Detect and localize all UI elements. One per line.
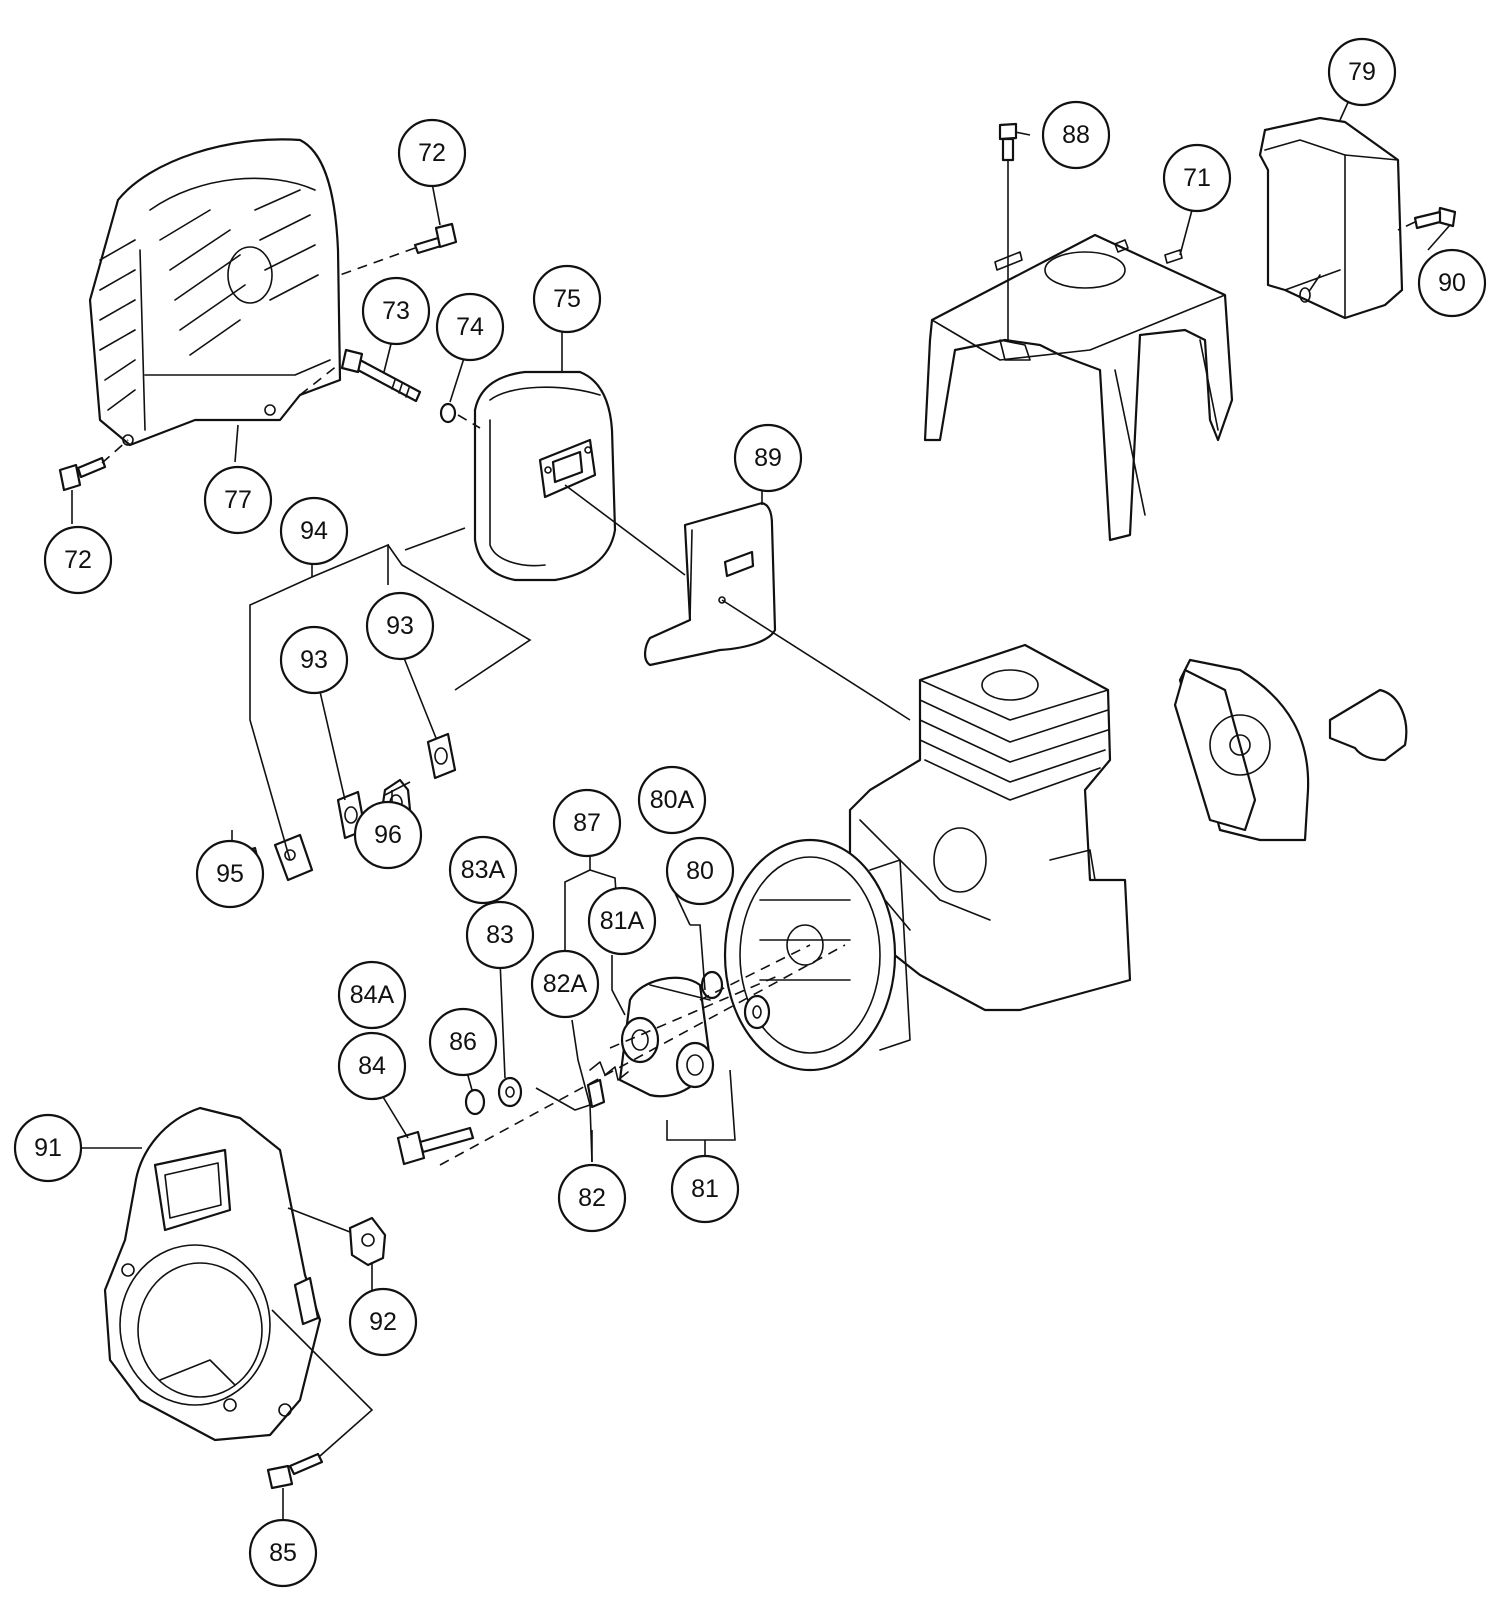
callout-84a: 84A bbox=[337, 960, 407, 1030]
svg-text:92: 92 bbox=[369, 1308, 397, 1336]
insulator-95-part bbox=[273, 833, 314, 882]
callout-72-bottom: 72 bbox=[43, 525, 113, 595]
leader-lines bbox=[71, 97, 1451, 1520]
svg-text:80A: 80A bbox=[650, 786, 695, 814]
cap-92-part bbox=[348, 1216, 387, 1267]
svg-text:81A: 81A bbox=[600, 907, 645, 935]
callout-73: 73 bbox=[361, 276, 431, 346]
svg-text:95: 95 bbox=[216, 860, 244, 888]
heat-shield-part bbox=[644, 501, 777, 667]
svg-text:90: 90 bbox=[1438, 269, 1466, 297]
callout-91: 91 bbox=[13, 1113, 83, 1183]
callout-82: 82 bbox=[557, 1163, 627, 1233]
svg-text:71: 71 bbox=[1183, 164, 1211, 192]
engine-cover-part bbox=[88, 138, 342, 447]
svg-text:93: 93 bbox=[386, 612, 414, 640]
svg-text:84A: 84A bbox=[350, 981, 395, 1009]
bolt-72-top bbox=[413, 222, 458, 255]
callout-79: 79 bbox=[1327, 37, 1397, 107]
washer-74 bbox=[439, 402, 457, 424]
callout-87: 87 bbox=[552, 788, 622, 858]
callout-82a: 82A bbox=[530, 949, 600, 1019]
callout-86: 86 bbox=[428, 1007, 498, 1077]
svg-text:81: 81 bbox=[691, 1175, 719, 1203]
callout-89: 89 bbox=[733, 423, 803, 493]
callout-77: 77 bbox=[203, 465, 273, 535]
bolt-84 bbox=[396, 1126, 475, 1166]
bolt-85 bbox=[266, 1452, 324, 1490]
svg-text:84: 84 bbox=[358, 1052, 386, 1080]
callout-84: 84 bbox=[337, 1031, 407, 1101]
svg-text:73: 73 bbox=[382, 297, 410, 325]
svg-text:91: 91 bbox=[34, 1134, 62, 1162]
callout-85: 85 bbox=[248, 1518, 318, 1588]
callout-92: 92 bbox=[348, 1287, 418, 1357]
side-cover-part bbox=[1258, 116, 1404, 320]
callout-93-right: 93 bbox=[365, 591, 435, 661]
svg-text:72: 72 bbox=[64, 546, 92, 574]
svg-text:85: 85 bbox=[269, 1539, 297, 1567]
svg-text:82: 82 bbox=[578, 1184, 606, 1212]
svg-text:82A: 82A bbox=[543, 970, 588, 998]
washer-83 bbox=[497, 1076, 523, 1108]
svg-text:77: 77 bbox=[224, 486, 252, 514]
callout-94: 94 bbox=[279, 496, 349, 566]
clutch-shoe-part bbox=[618, 976, 715, 1098]
washer-80a bbox=[743, 994, 771, 1030]
bolt-88 bbox=[998, 122, 1018, 162]
svg-text:80: 80 bbox=[686, 857, 714, 885]
callout-96: 96 bbox=[353, 800, 423, 870]
svg-text:87: 87 bbox=[573, 809, 601, 837]
callout-74: 74 bbox=[435, 292, 505, 362]
svg-text:86: 86 bbox=[449, 1028, 477, 1056]
svg-text:74: 74 bbox=[456, 313, 484, 341]
bolt-73 bbox=[340, 348, 422, 403]
muffler-part bbox=[473, 370, 617, 582]
callout-83a: 83A bbox=[448, 835, 518, 905]
washer-86 bbox=[464, 1088, 486, 1116]
screw-90 bbox=[1413, 206, 1457, 230]
svg-text:89: 89 bbox=[754, 444, 782, 472]
callout-93-left: 93 bbox=[279, 625, 349, 695]
callout-95: 95 bbox=[195, 839, 265, 909]
svg-text:93: 93 bbox=[300, 646, 328, 674]
spring-82 bbox=[586, 1061, 629, 1109]
svg-text:75: 75 bbox=[553, 285, 581, 313]
callout-81a: 81A bbox=[587, 886, 657, 956]
svg-text:88: 88 bbox=[1062, 121, 1090, 149]
callout-80: 80 bbox=[665, 836, 735, 906]
recoil-starter-part bbox=[1173, 658, 1408, 842]
callout-72-top: 72 bbox=[397, 118, 467, 188]
callout-81: 81 bbox=[670, 1154, 740, 1224]
svg-text:72: 72 bbox=[418, 139, 446, 167]
svg-text:96: 96 bbox=[374, 821, 402, 849]
svg-text:94: 94 bbox=[300, 517, 328, 545]
callout-80a: 80A bbox=[637, 765, 707, 835]
top-shroud-part bbox=[923, 233, 1234, 542]
svg-text:79: 79 bbox=[1348, 58, 1376, 86]
callout-88: 88 bbox=[1041, 100, 1111, 170]
fan-housing-part bbox=[103, 1106, 322, 1442]
callout-83: 83 bbox=[465, 900, 535, 970]
gasket-93-right bbox=[426, 732, 457, 780]
svg-text:83A: 83A bbox=[461, 856, 506, 884]
callout-71: 71 bbox=[1162, 143, 1232, 213]
callout-75: 75 bbox=[532, 264, 602, 334]
svg-text:83: 83 bbox=[486, 921, 514, 949]
bolt-72-bottom bbox=[58, 456, 107, 492]
callout-90: 90 bbox=[1417, 248, 1487, 318]
